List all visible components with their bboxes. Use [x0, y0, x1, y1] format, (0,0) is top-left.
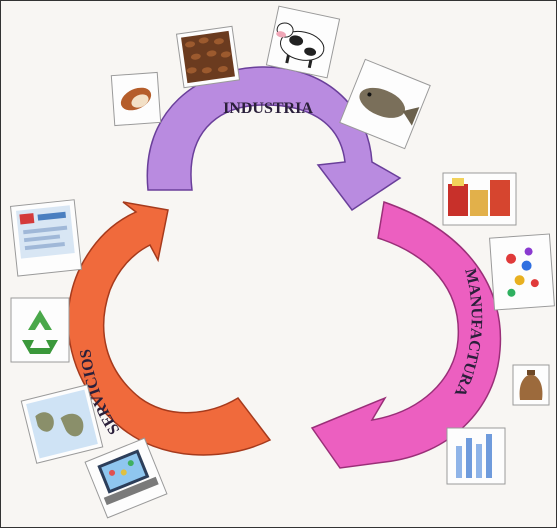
servicios-arrow: [67, 201, 272, 456]
sack-thumbnail: [512, 364, 550, 406]
computer-screen-thumbnail: [9, 199, 83, 277]
recycle-thumbnail: [10, 297, 70, 363]
molecule-thumbnail: [489, 233, 555, 311]
cacao-pod-thumbnail: [110, 71, 162, 127]
cow-thumbnail: [265, 5, 341, 79]
coffee-beans-thumbnail: [175, 25, 241, 89]
bar-chart-thumbnail: [446, 427, 506, 485]
industria-label: INDUSTRIA: [223, 100, 313, 117]
manufactura-arrow: [310, 200, 502, 469]
packaged-goods-thumbnail: [442, 172, 517, 226]
world-map-thumbnail: [20, 384, 104, 464]
fish-thumbnail: [339, 58, 431, 150]
laptop-thumbnail: [84, 437, 168, 519]
